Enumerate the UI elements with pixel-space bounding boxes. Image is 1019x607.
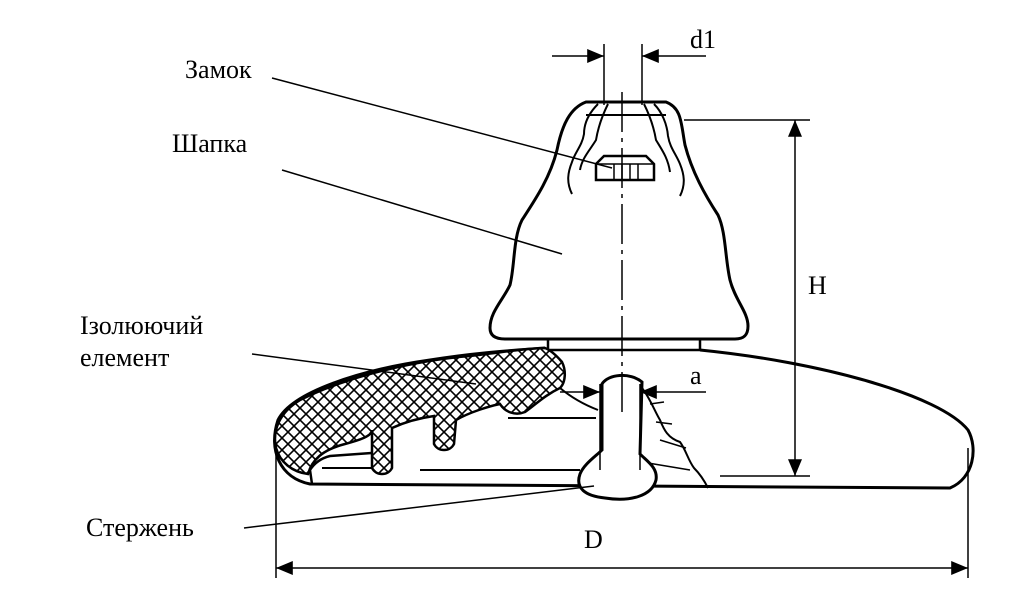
- label-dim-d: D: [584, 525, 603, 554]
- label-lock: Замок: [185, 55, 252, 84]
- label-cap: Шапка: [172, 129, 248, 158]
- leader-rod: [243, 485, 595, 529]
- lock-element: [594, 154, 656, 182]
- label-insulator-line2: елемент: [80, 343, 170, 372]
- leader-lines: [243, 77, 613, 529]
- dimension-h: [684, 119, 810, 477]
- section-break-edge: [641, 387, 709, 489]
- section-break-lines: [641, 401, 691, 471]
- label-insulator-line1: Ізолюючий: [80, 311, 204, 340]
- leader-lock: [271, 77, 613, 169]
- label-dim-d1: d1: [690, 25, 716, 54]
- rod-outline: [577, 374, 658, 501]
- insulating-element-section: [273, 346, 566, 476]
- cap-outline: [488, 100, 750, 341]
- dimension-a: [560, 384, 706, 470]
- cap-inner-left: [567, 103, 599, 195]
- leader-cap: [281, 169, 563, 255]
- leader-insulator: [251, 353, 477, 385]
- dimension-d: [275, 448, 969, 578]
- cap-rim: [546, 339, 702, 352]
- cap-inner-right: [653, 103, 685, 197]
- label-dim-h: H: [808, 271, 827, 300]
- dimension-d1: [552, 44, 706, 105]
- disc-inner-bottom: [322, 467, 580, 471]
- insulator-groove: [508, 387, 599, 419]
- cap-top-ring: [586, 101, 666, 116]
- label-dim-a: a: [690, 361, 702, 390]
- label-rod: Стержень: [86, 513, 194, 542]
